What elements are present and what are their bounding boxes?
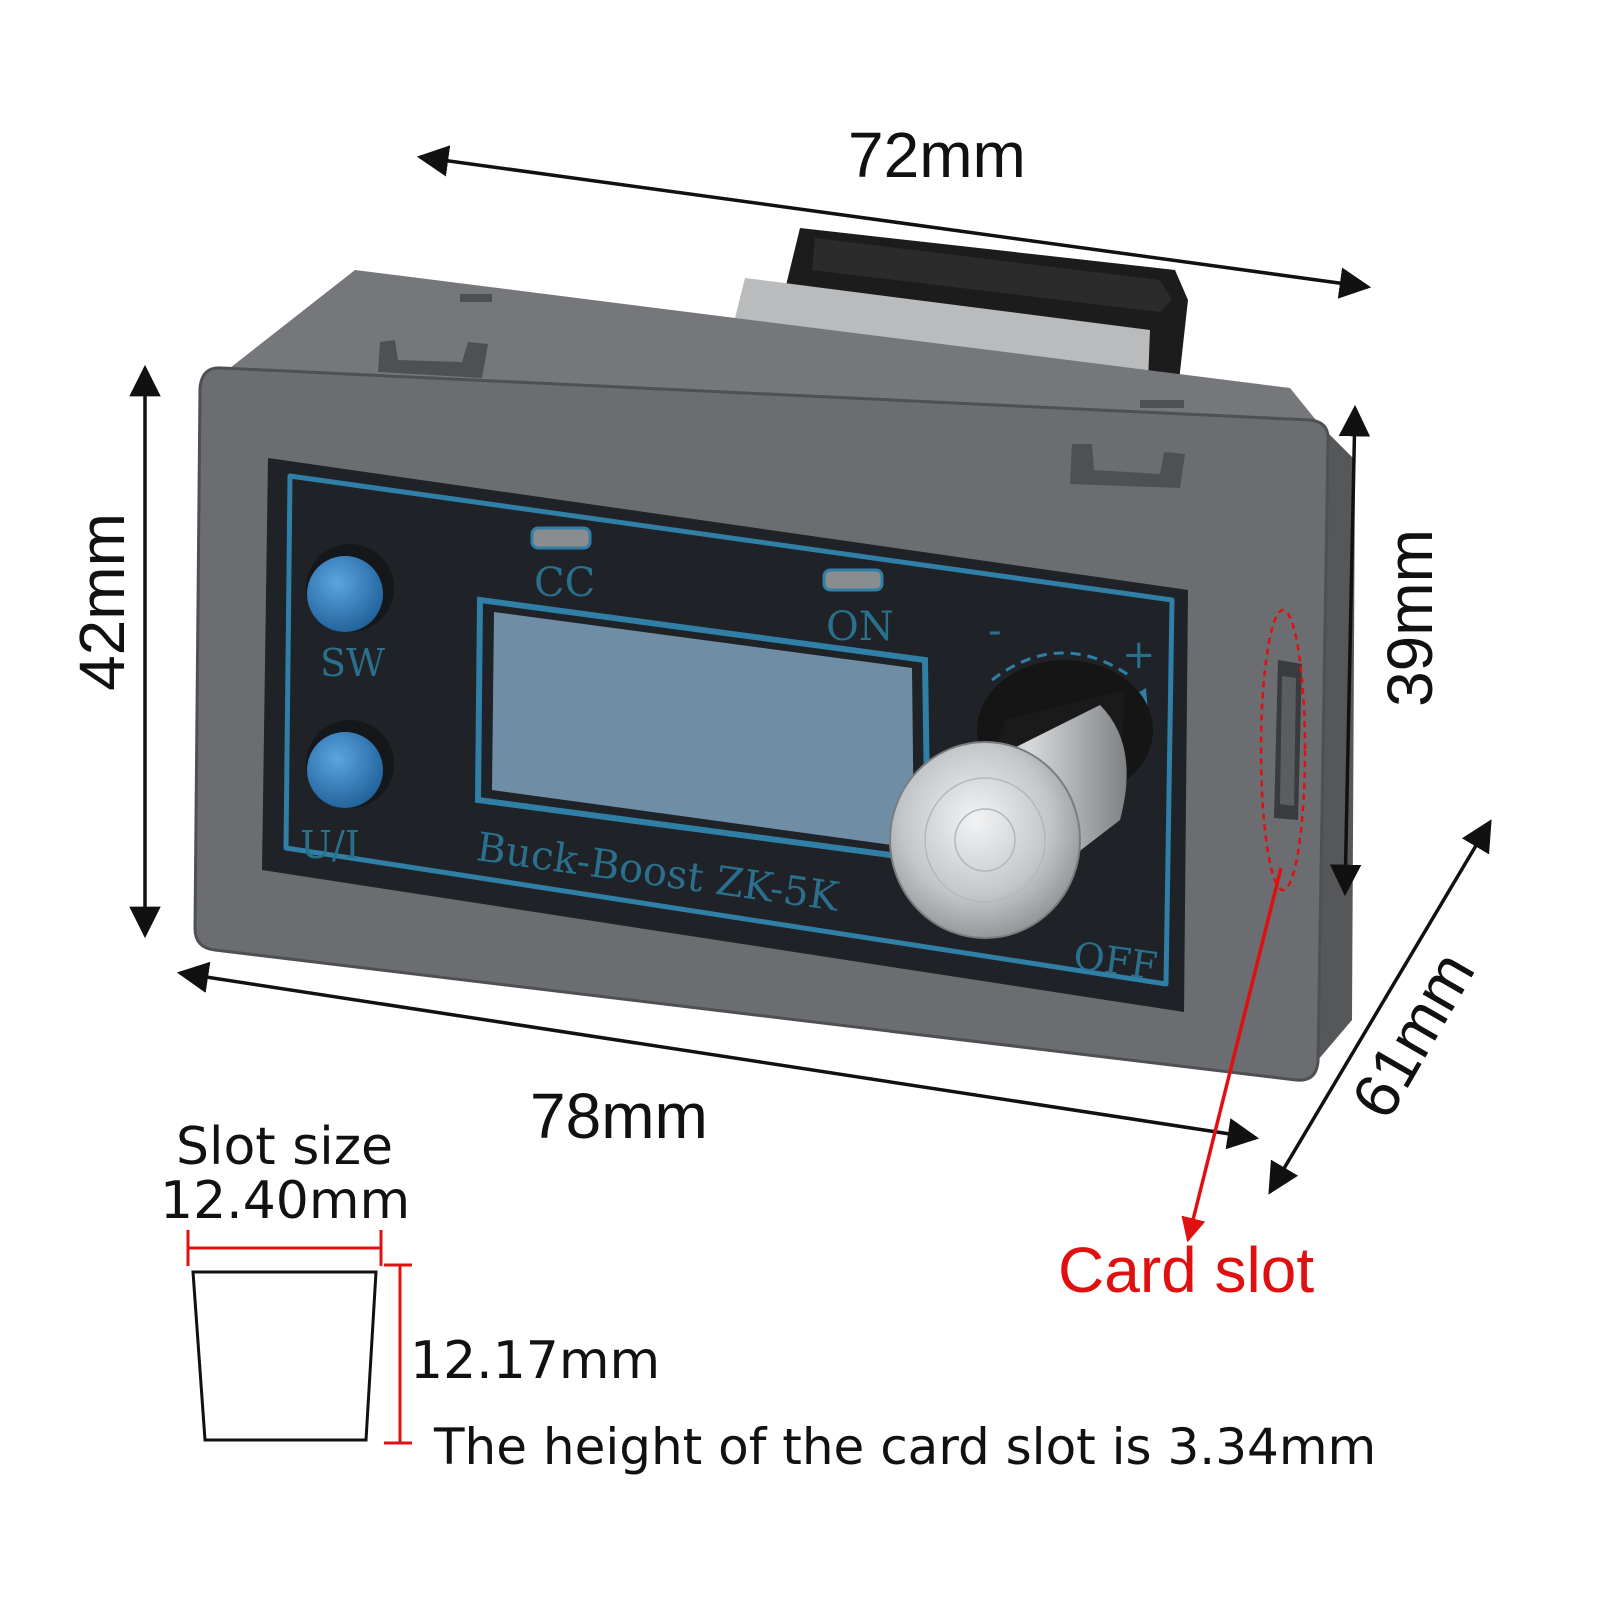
cc-label: CC bbox=[534, 560, 595, 606]
depth-arrow bbox=[1268, 819, 1492, 1195]
knob-cap bbox=[889, 741, 1081, 939]
right-height-label: 39mm bbox=[1374, 529, 1446, 707]
top-width-arrow bbox=[416, 145, 1372, 299]
cc-led bbox=[530, 526, 592, 550]
depth-label: 61mm bbox=[1337, 940, 1488, 1130]
on-label: ON bbox=[826, 604, 894, 650]
ui-button-cap bbox=[307, 732, 383, 808]
minus-label: - bbox=[988, 608, 1002, 654]
top-width-label: 72mm bbox=[848, 119, 1026, 191]
left-height-label: 42mm bbox=[66, 513, 138, 691]
slot-height-value: 12.17mm bbox=[410, 1331, 660, 1391]
adjust-knob[interactable] bbox=[889, 660, 1153, 939]
sw-label: SW bbox=[320, 641, 385, 685]
card-slot-arrow bbox=[1181, 867, 1283, 1243]
ui-label: U/I bbox=[300, 823, 360, 867]
slot-title: Slot size bbox=[176, 1117, 393, 1177]
on-led bbox=[822, 568, 884, 592]
sw-button[interactable] bbox=[306, 544, 394, 632]
plus-label: + bbox=[1122, 632, 1156, 678]
card-slot-label: Card slot bbox=[1058, 1234, 1314, 1306]
right-height-arrow bbox=[1329, 404, 1371, 897]
bottom-width-arrow bbox=[176, 961, 1260, 1150]
bottom-width-label: 78mm bbox=[530, 1080, 708, 1152]
slot-width-value: 12.40mm bbox=[160, 1171, 410, 1231]
slot-note: The height of the card slot is 3.34mm bbox=[433, 1418, 1376, 1476]
slot-shape bbox=[191, 1270, 378, 1442]
sw-button-cap bbox=[307, 556, 383, 632]
slot-size-inset: Slot size 12.40mm 12.17mm The height of … bbox=[160, 1117, 1376, 1476]
ui-button[interactable] bbox=[306, 720, 394, 808]
